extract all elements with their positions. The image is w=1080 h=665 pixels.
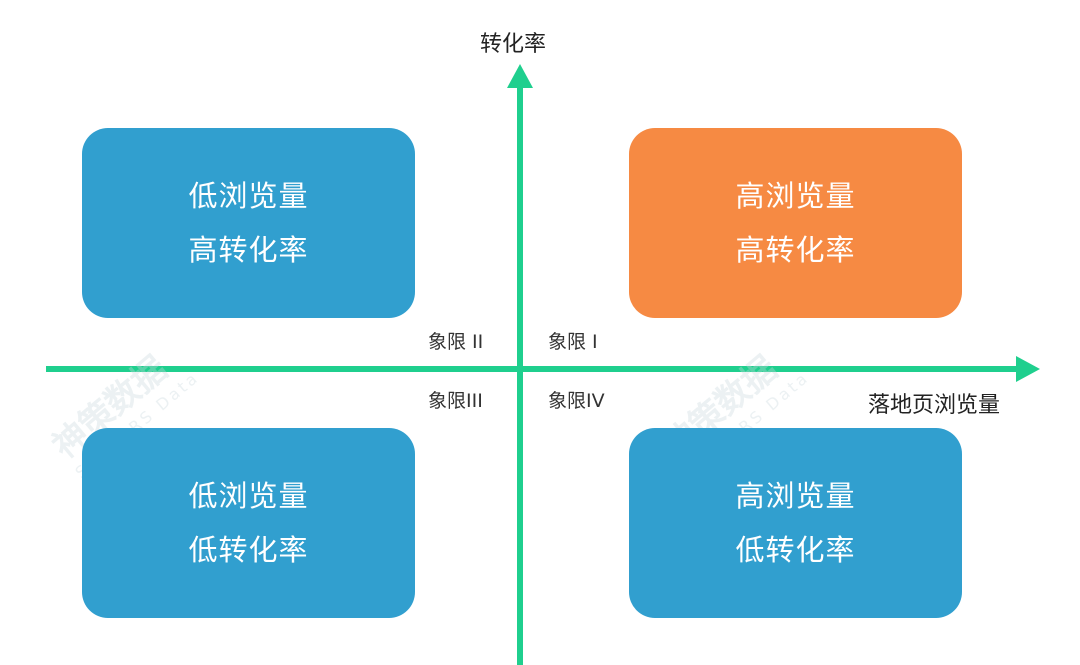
quadrant-line2: 高转化率: [735, 233, 856, 267]
quadrant-line2: 低转化率: [735, 533, 856, 567]
quadrant-label-3: 象限III: [428, 390, 483, 412]
quadrant-box-bottom-left: 低浏览量 低转化率: [82, 428, 415, 618]
quadrant-label-4: 象限IV: [548, 390, 605, 412]
quadrant-line2: 低转化率: [188, 533, 309, 567]
quadrant-line2: 高转化率: [188, 233, 309, 267]
quadrant-line1: 高浏览量: [735, 479, 856, 513]
quadrant-line1: 低浏览量: [188, 479, 309, 513]
quadrant-label-1: 象限 I: [548, 331, 598, 353]
y-axis-arrow: [507, 64, 533, 88]
quadrant-box-top-left: 低浏览量 高转化率: [82, 128, 415, 318]
quadrant-line1: 高浏览量: [735, 179, 856, 213]
x-axis-label: 落地页浏览量: [868, 393, 1001, 418]
y-axis-label: 转化率: [480, 32, 547, 57]
quadrant-box-bottom-right: 高浏览量 低转化率: [629, 428, 962, 618]
x-axis-arrow: [1016, 356, 1040, 382]
quadrant-label-2: 象限 II: [428, 331, 484, 353]
quadrant-box-top-right: 高浏览量 高转化率: [629, 128, 962, 318]
quadrant-line1: 低浏览量: [188, 179, 309, 213]
